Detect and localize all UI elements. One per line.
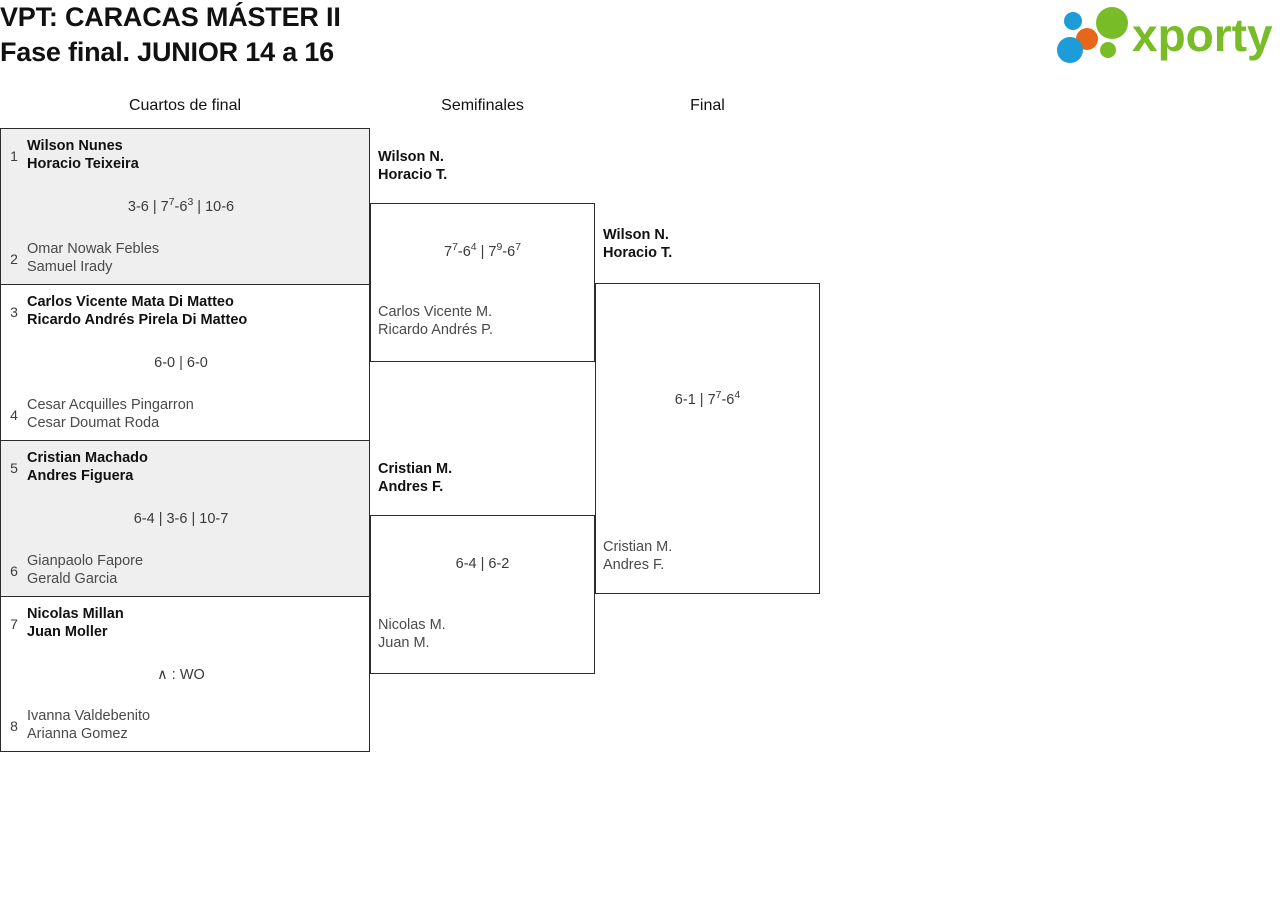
sf-2-team-top[interactable]: Cristian M. Andres F. (378, 460, 593, 496)
player-name-1: Nicolas Millan (27, 606, 124, 622)
player-name-2: Ricardo Andrés Pirela Di Matteo (27, 312, 248, 328)
player-name-2: Cesar Doumat Roda (27, 415, 160, 431)
seed-number: 2 (10, 250, 18, 267)
player-name-2: Ricardo Andrés P. (378, 322, 493, 338)
round-header-quarterfinals: Cuartos de final (128, 97, 242, 114)
player-name-1: Ivanna Valdebenito (27, 708, 151, 724)
player-name-1: Gianpaolo Fapore (27, 553, 144, 569)
team-names: Nicolas Millan Juan Moller (27, 605, 124, 641)
match-score: 77-64 | 79-67 (443, 242, 522, 260)
match-sf-1[interactable]: 77-64 | 79-67 (370, 203, 595, 362)
round-header-semifinals: Semifinales (441, 97, 524, 114)
player-name-2: Juan M. (378, 635, 430, 651)
player-name-1: Wilson N. (378, 149, 444, 165)
player-name-2: Arianna Gomez (27, 726, 128, 742)
seed-number: 8 (10, 717, 18, 734)
match-score: 6-4 | 3-6 | 10-7 (133, 511, 229, 527)
round-header-final: Final (690, 97, 725, 114)
match-slot-top[interactable]: 7 Nicolas Millan Juan Moller (1, 605, 361, 641)
match-score: ∧ : WO (157, 667, 205, 683)
player-name-2: Gerald Garcia (27, 571, 118, 587)
team-names: Omar Nowak Febles Samuel Irady (27, 240, 159, 276)
match-qf-4[interactable]: 7 Nicolas Millan Juan Moller ∧ : WO 8 Iv… (0, 596, 370, 752)
match-slot-bottom[interactable]: 8 Ivanna Valdebenito Arianna Gomez (1, 707, 361, 743)
player-name-1: Cristian M. (603, 539, 673, 555)
player-name-2: Andres Figuera (27, 468, 134, 484)
team-names: Ivanna Valdebenito Arianna Gomez (27, 707, 150, 743)
team-names: Gianpaolo Fapore Gerald Garcia (27, 552, 143, 588)
match-qf-1[interactable]: 1 Wilson Nunes Horacio Teixeira 3-6 | 77… (0, 128, 370, 284)
team-names: Wilson Nunes Horacio Teixeira (27, 137, 139, 173)
match-qf-2[interactable]: 3 Carlos Vicente Mata Di Matteo Ricardo … (0, 284, 370, 440)
sf-1-team-top[interactable]: Wilson N. Horacio T. (378, 148, 593, 184)
final-team-bottom[interactable]: Cristian M. Andres F. (603, 538, 818, 574)
seed-number: 5 (10, 459, 18, 476)
match-score: 6-0 | 6-0 (154, 355, 208, 371)
logo-dot-blue-large (1057, 37, 1083, 63)
title-line-2: Fase final. JUNIOR 14 a 16 (0, 37, 334, 67)
sf-2-team-bottom[interactable]: Nicolas M. Juan M. (378, 616, 593, 652)
player-name-2: Samuel Irady (27, 259, 113, 275)
match-slot-top[interactable]: 5 Cristian Machado Andres Figuera (1, 449, 361, 485)
player-name-1: Cristian Machado (27, 450, 148, 466)
final-team-top[interactable]: Wilson N. Horacio T. (603, 226, 818, 262)
seed-number: 6 (10, 562, 18, 579)
player-name-2: Horacio T. (378, 167, 448, 183)
player-name-2: Andres F. (378, 479, 444, 495)
seed-number: 3 (10, 303, 18, 320)
match-slot-bottom[interactable]: 2 Omar Nowak Febles Samuel Irady (1, 240, 361, 276)
player-name-1: Cristian M. (378, 461, 453, 477)
player-name-2: Horacio T. (603, 245, 673, 261)
player-name-1: Omar Nowak Febles (27, 241, 160, 257)
match-qf-3[interactable]: 5 Cristian Machado Andres Figuera 6-4 | … (0, 440, 370, 596)
match-slot-bottom[interactable]: 4 Cesar Acquilles Pingarron Cesar Doumat… (1, 396, 361, 432)
sf-1-team-bottom[interactable]: Carlos Vicente M. Ricardo Andrés P. (378, 303, 593, 339)
player-name-1: Carlos Vicente Mata Di Matteo (27, 294, 234, 310)
logo-dot-green-large (1096, 7, 1128, 39)
team-names: Cesar Acquilles Pingarron Cesar Doumat R… (27, 396, 194, 432)
match-score: 6-1 | 77-64 (674, 390, 741, 408)
match-slot-top[interactable]: 3 Carlos Vicente Mata Di Matteo Ricardo … (1, 293, 361, 329)
player-name-1: Cesar Acquilles Pingarron (27, 397, 194, 413)
player-name-2: Horacio Teixeira (27, 156, 139, 172)
logo-dot-green-small (1100, 42, 1116, 58)
team-names: Cristian Machado Andres Figuera (27, 449, 148, 485)
title-line-1: VPT: CARACAS MÁSTER II (0, 2, 341, 32)
match-score: 6-4 | 6-2 (455, 556, 510, 572)
seed-number: 4 (10, 406, 18, 423)
player-name-1: Carlos Vicente M. (378, 304, 493, 320)
logo-wordmark: xporty (1132, 9, 1273, 61)
player-name-2: Andres F. (603, 557, 665, 573)
player-name-1: Nicolas M. (378, 617, 446, 633)
player-name-2: Juan Moller (27, 624, 108, 640)
match-slot-top[interactable]: 1 Wilson Nunes Horacio Teixeira (1, 137, 361, 173)
player-name-1: Wilson Nunes (27, 138, 123, 154)
match-slot-bottom[interactable]: 6 Gianpaolo Fapore Gerald Garcia (1, 552, 361, 588)
match-final[interactable]: 6-1 | 77-64 (595, 283, 820, 594)
seed-number: 1 (10, 147, 18, 164)
tournament-title: VPT: CARACAS MÁSTER II Fase final. JUNIO… (0, 0, 900, 69)
seed-number: 7 (10, 615, 18, 632)
team-names: Carlos Vicente Mata Di Matteo Ricardo An… (27, 293, 247, 329)
player-name-1: Wilson N. (603, 227, 669, 243)
logo-dot-blue-small (1064, 12, 1082, 30)
xporty-logo[interactable]: xporty (1050, 6, 1278, 66)
match-sf-2[interactable]: 6-4 | 6-2 (370, 515, 595, 674)
match-score: 3-6 | 77-63 | 10-6 (127, 197, 235, 215)
